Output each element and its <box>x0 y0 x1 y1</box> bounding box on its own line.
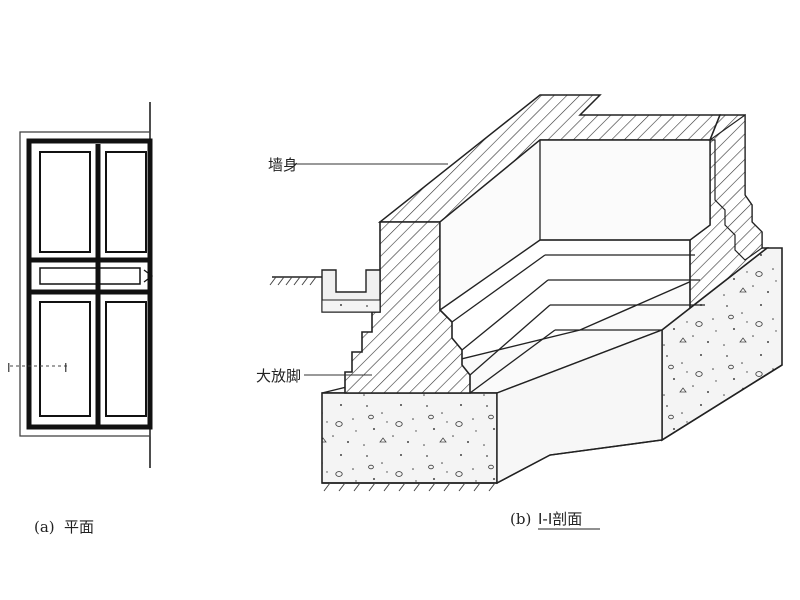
section-view: 墙身 大放脚 (b) Ⅰ-Ⅰ剖面 <box>256 94 783 530</box>
base-front-face <box>321 392 498 484</box>
section-caption-text: Ⅰ-Ⅰ剖面 <box>538 510 582 528</box>
plan-panel <box>105 301 147 417</box>
section-mark-left: Ⅰ <box>7 361 11 375</box>
plan-arrow-icon <box>143 269 153 283</box>
plan-strip-inner <box>39 267 141 285</box>
base-bottom-edge <box>322 364 783 484</box>
plan-caption-prefix: (a) <box>34 518 55 536</box>
plan-panel <box>105 151 147 253</box>
plan-panel <box>39 301 91 417</box>
ground-line <box>269 276 322 286</box>
label-wall: 墙身 <box>268 156 298 174</box>
base-ground-hatch <box>323 482 496 492</box>
plan-panel <box>39 151 91 253</box>
plan-view: Ⅰ Ⅰ (a) 平面 <box>7 102 153 536</box>
label-footing: 大放脚 <box>256 367 301 385</box>
section-mark-right: Ⅰ <box>64 361 68 375</box>
section-caption-prefix: (b) <box>510 510 531 528</box>
plan-caption-text: 平面 <box>64 518 94 536</box>
wall-inner-face <box>439 139 711 312</box>
footing-right-hatched <box>708 113 763 261</box>
drain-channel <box>321 269 381 313</box>
plan-footing-outline <box>26 138 153 430</box>
footing-steps <box>451 140 705 394</box>
